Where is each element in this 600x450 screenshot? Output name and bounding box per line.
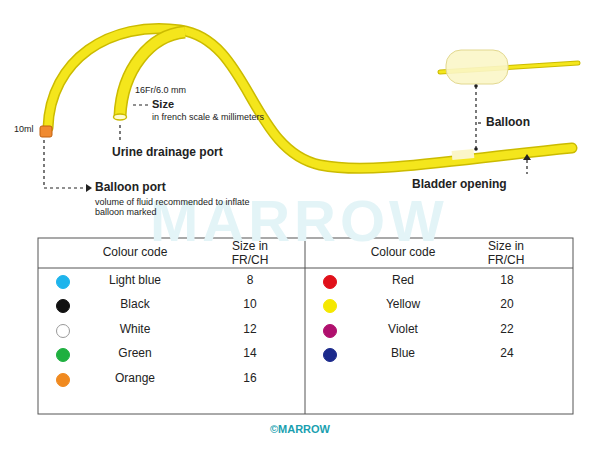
colour-swatch	[56, 348, 70, 362]
colour-name: Blue	[358, 347, 448, 361]
size-cell: 14	[230, 347, 270, 361]
colour-swatch	[323, 299, 337, 313]
drainage-branch-outline	[120, 32, 185, 116]
size-cell: 22	[487, 323, 527, 337]
drainage-branch	[120, 32, 185, 116]
colour-name: Yellow	[358, 298, 448, 312]
colour-swatch	[56, 373, 70, 387]
part-label: Urine drainage port	[112, 146, 223, 160]
colour-swatch	[323, 275, 337, 289]
colour-name: Green	[90, 347, 180, 361]
colour-swatch	[56, 324, 70, 338]
colour-swatch	[56, 299, 70, 313]
size-cell: 18	[487, 274, 527, 288]
colour-swatch	[323, 348, 337, 362]
table-header: Size in FR/CH	[478, 240, 534, 268]
inflated-balloon	[446, 50, 508, 84]
volume-label: 10ml	[14, 124, 34, 134]
balloon-dash	[478, 122, 483, 123]
drainage-leader	[119, 125, 120, 142]
size-cell: 8	[230, 274, 270, 288]
size-cell: 16	[230, 372, 270, 386]
table-border	[38, 238, 573, 414]
arrow-head	[523, 154, 531, 160]
colour-name: White	[90, 323, 180, 337]
table-header: Size in FR/CH	[222, 240, 278, 268]
copyright: ©MARROW	[250, 423, 350, 436]
colour-name: Violet	[358, 323, 448, 337]
colour-name: Light blue	[90, 274, 180, 288]
part-label: Balloon	[486, 116, 530, 130]
size-cell: 20	[487, 298, 527, 312]
table-header-line	[38, 268, 573, 269]
balloon-band	[452, 149, 475, 160]
colour-name: Red	[358, 274, 448, 288]
size-leader	[133, 104, 148, 105]
note-text: in french scale & millimeters	[152, 112, 267, 122]
leader-dot	[474, 84, 478, 88]
balloon-port-cap	[40, 126, 52, 137]
part-label: Bladder opening	[412, 178, 507, 192]
colour-swatch	[323, 324, 337, 338]
size-cell: 24	[487, 347, 527, 361]
drainage-opening	[114, 114, 127, 120]
colour-name: Orange	[90, 372, 180, 386]
balloon-port-leader	[44, 140, 86, 188]
table-header: Colour code	[358, 246, 448, 260]
table-header: Colour code	[90, 246, 180, 260]
table-divider	[305, 238, 306, 414]
colour-swatch	[56, 275, 70, 289]
note-text: volume of fluid recommended to inflate b…	[95, 197, 280, 218]
balloon-leader	[475, 86, 476, 148]
size-cell: 12	[230, 323, 270, 337]
catheter-tube	[48, 28, 572, 168]
size-cell: 10	[230, 298, 270, 312]
part-label: Balloon port	[95, 181, 166, 195]
opening-leader	[526, 160, 527, 174]
catheter-tube-outline	[48, 28, 572, 168]
colour-name: Black	[90, 298, 180, 312]
part-label: Size	[152, 98, 174, 111]
size-value: 16Fr/6.0 mm	[135, 85, 186, 95]
arrow-head	[86, 184, 92, 192]
leader-dot	[474, 147, 478, 151]
